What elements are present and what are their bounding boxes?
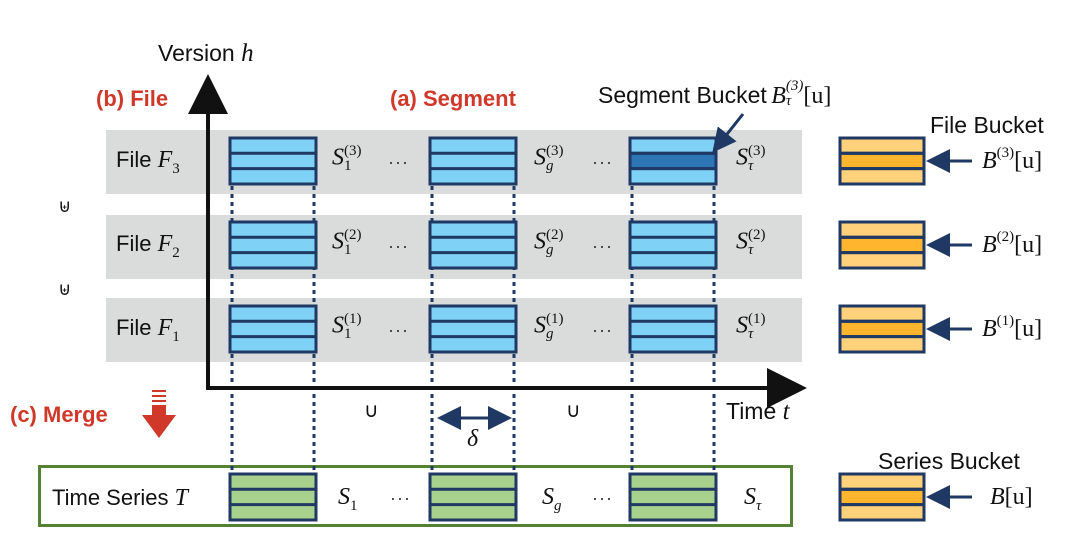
file-bucket-2: B(2)[u] <box>982 229 1043 259</box>
segment-bucket-symbol: B(3)τ[u] <box>771 78 832 110</box>
seg-label-f1-1: S(1)1 <box>332 311 362 342</box>
seg-label-f3-tau: S(3)τ <box>736 143 766 174</box>
seg-label-f2-g: S(2)g <box>534 227 564 258</box>
series-bucket-label: Series Bucket <box>878 448 1020 474</box>
seg-label-f3-g: S(3)g <box>534 143 564 174</box>
delta-label: δ <box>467 426 479 452</box>
segment-buckets <box>228 136 718 354</box>
time-series-label: Time Series T <box>52 485 189 511</box>
seg-label-f2-tau: S(2)τ <box>736 227 766 258</box>
multiset-union-2: ⊎ <box>58 279 72 300</box>
ellipsis-f1-2: ··· <box>592 320 613 340</box>
union-2: ∪ <box>566 398 581 422</box>
ellipsis-f2-2: ··· <box>592 236 613 256</box>
file-bucket-3: B(3)[u] <box>982 145 1043 175</box>
file2-label: File F2 <box>116 231 180 261</box>
seg-label-f3-1: S(3)1 <box>332 143 362 174</box>
series-seg-1: S1 <box>338 484 358 514</box>
segment-bucket-label-text: Segment Bucket <box>598 82 767 108</box>
y-axis-var: h <box>241 40 254 67</box>
file1-label: File F1 <box>116 315 180 345</box>
series-seg-g: Sg <box>542 484 562 514</box>
time-series-box <box>38 465 793 527</box>
ellipsis-f1-1: ··· <box>388 320 409 340</box>
ellipsis-f3-2: ··· <box>592 152 613 172</box>
file-header: (b) File <box>96 86 169 111</box>
file3-label: File F3 <box>116 147 180 177</box>
seg-label-f1-tau: S(1)τ <box>736 311 766 342</box>
y-axis-label: Version h <box>158 40 254 68</box>
file-buckets <box>838 136 926 522</box>
series-ellipsis-1: ··· <box>390 488 411 508</box>
series-segment-buckets <box>228 472 718 522</box>
seg-label-f2-1: S(2)1 <box>332 227 362 258</box>
union-1: ∪ <box>364 398 379 422</box>
x-axis-label: Time t <box>726 398 790 426</box>
seg-label-f1-g: S(1)g <box>534 311 564 342</box>
file-bucket-1: B(1)[u] <box>982 313 1043 343</box>
series-ellipsis-2: ··· <box>592 488 613 508</box>
segment-header: (a) Segment <box>390 86 516 111</box>
ellipsis-f3-1: ··· <box>388 152 409 172</box>
series-seg-tau: Sτ <box>744 484 762 514</box>
x-axis-label-text: Time <box>726 398 777 424</box>
bucket-arrows <box>437 113 972 509</box>
multiset-union-1: ⊎ <box>58 196 72 217</box>
merge-arrow <box>142 390 176 438</box>
file-bucket-label: File Bucket <box>930 112 1044 138</box>
series-bucket: B[u] <box>990 484 1033 510</box>
ellipsis-f2-1: ··· <box>388 236 409 256</box>
segment-bucket-label: Segment Bucket B(3)τ[u] <box>598 78 832 112</box>
y-axis-label-text: Version <box>158 40 235 66</box>
merge-header: (c) Merge <box>10 402 108 427</box>
x-axis-var: t <box>782 398 790 425</box>
